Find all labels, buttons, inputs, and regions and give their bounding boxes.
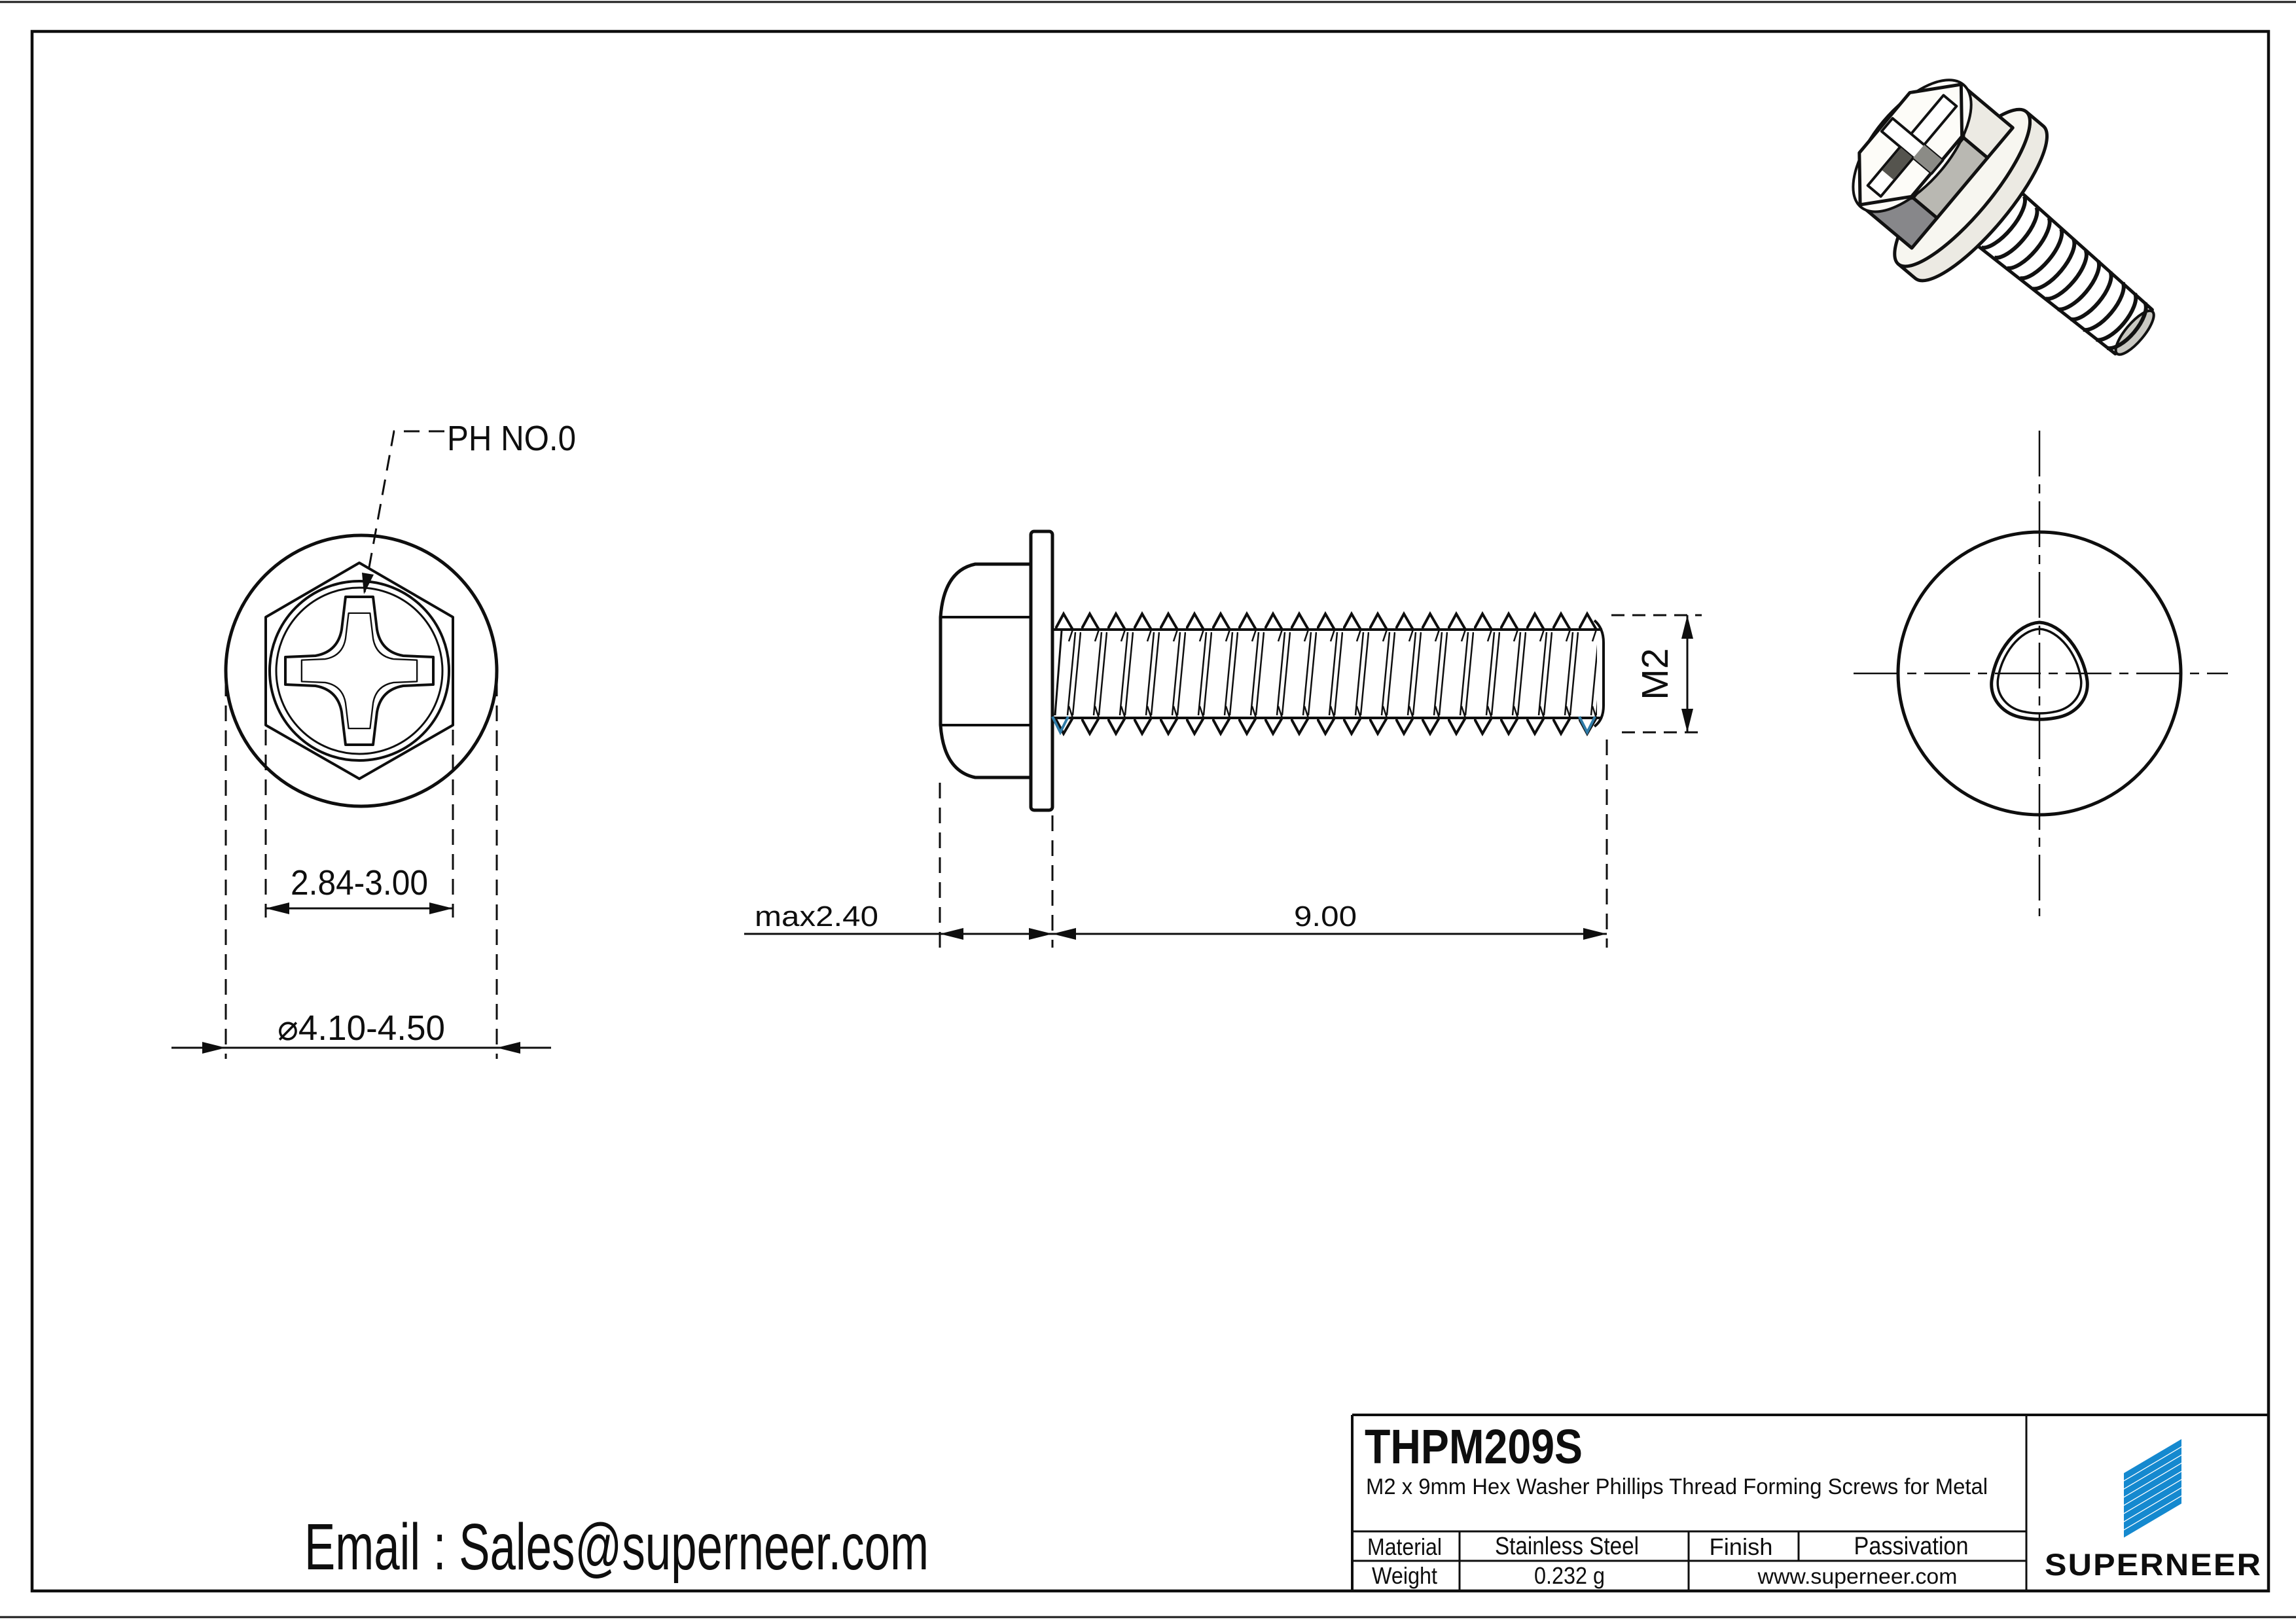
screw-3d-render (1852, 79, 2155, 356)
finish-label: Finish (1710, 1533, 1773, 1560)
shank-tip (1593, 619, 1605, 728)
material-value: Stainless Steel (1495, 1533, 1639, 1560)
phillips-cross-inner (300, 612, 418, 730)
thread-runout (1054, 630, 1063, 716)
thread-point-marks (1051, 716, 1596, 736)
render-cross-shadow1 (1882, 147, 1912, 180)
website-link[interactable]: www.superneer.com (1757, 1564, 1957, 1588)
finish-value: Passivation (1854, 1533, 1969, 1560)
end-view (1854, 431, 2228, 916)
part-number: THPM209S (1365, 1419, 1583, 1474)
head-profile (939, 562, 1031, 779)
hex-width-dim-text: 2.84-3.00 (291, 863, 428, 902)
side-view: max2.40 9.00 M2 (744, 529, 1702, 948)
washer-flange (1029, 529, 1054, 812)
drive-label: PH NO.0 (447, 419, 576, 458)
trilobe-inner (1996, 628, 2083, 715)
thread-length-dim-text: 9.00 (1294, 901, 1357, 933)
drive-leader-arrow (362, 573, 374, 594)
render-cross-shadow2 (1913, 145, 1942, 173)
thread-mark-end (1578, 716, 1596, 736)
material-label: Material (1367, 1533, 1442, 1560)
part-description: M2 x 9mm Hex Washer Phillips Thread Form… (1366, 1474, 1988, 1499)
thread-texture (1055, 602, 1597, 741)
recess-rim-outer (268, 580, 450, 762)
washer-outline-circle (224, 533, 499, 808)
brand-logo-icon (2124, 1439, 2181, 1538)
title-block: THPM209S M2 x 9mm Hex Washer Phillips Th… (1351, 1414, 2269, 1591)
thread-mark-start (1051, 716, 1069, 736)
front-view: PH NO.0 2.84-3.00 ⌀4.10-4.50 (171, 419, 576, 1059)
end-outline-circle (1896, 530, 2183, 817)
thread-size-dim-text: M2 (1634, 648, 1676, 700)
head-height-dim-text: max2.40 (755, 901, 878, 933)
trilobe-outer (1990, 620, 2089, 721)
recess-rim-inner (275, 586, 444, 755)
brand-name: SUPERNEER (2045, 1547, 2262, 1582)
weight-value: 0.232 g (1534, 1562, 1605, 1589)
phillips-cross-outer (284, 596, 435, 746)
drawing-border (30, 29, 2270, 1593)
weight-label: Weight (1372, 1562, 1437, 1589)
drive-leader-line (363, 430, 444, 593)
contact-email: Email : Sales@superneer.com (304, 1510, 929, 1584)
washer-dia-dim-text: ⌀4.10-4.50 (278, 1008, 445, 1048)
hex-outline (264, 562, 454, 780)
